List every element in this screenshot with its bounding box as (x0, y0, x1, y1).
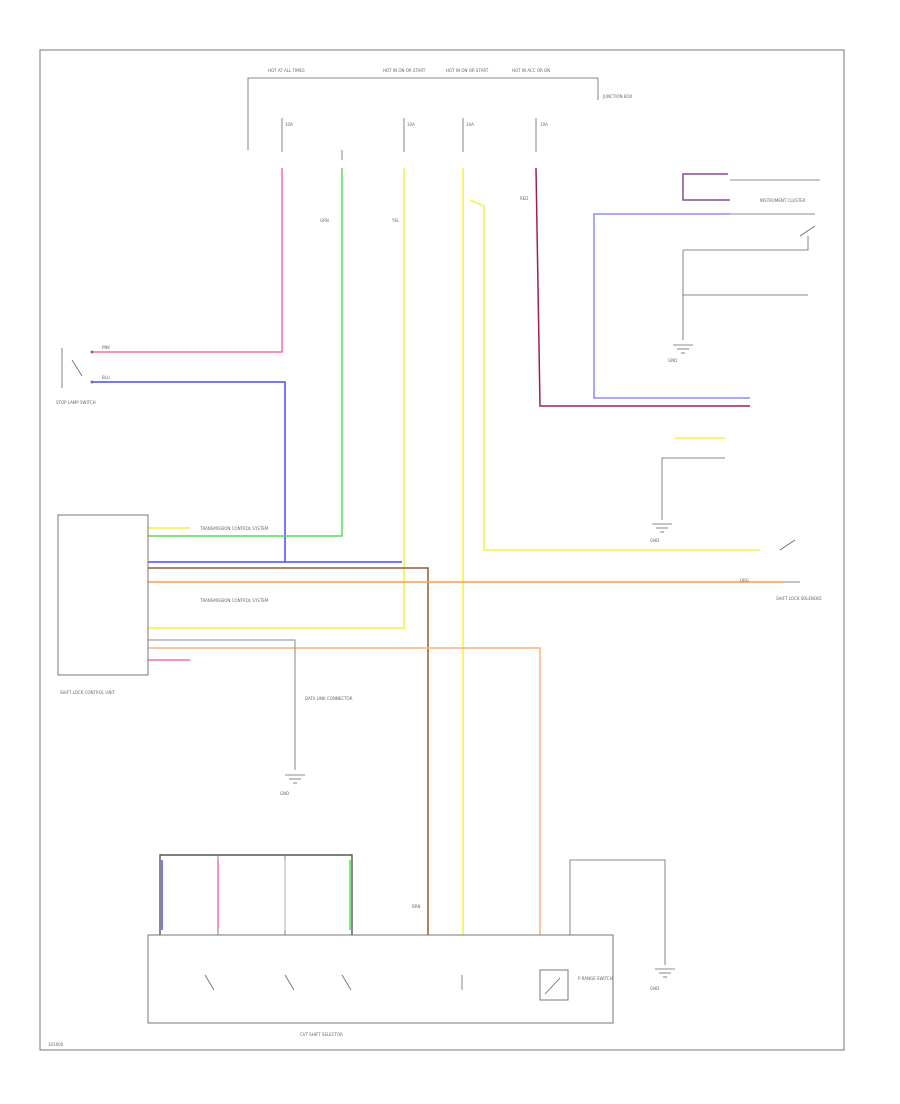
solenoid-label: SHIFT LOCK SOLENOID (776, 596, 821, 601)
control-unit-label: SHIFT LOCK CONTROL UNIT (60, 690, 115, 695)
footer-code: 101000 (48, 1042, 64, 1047)
instrument-cluster: INSTRUMENT CLUSTER (682, 179, 820, 296)
ground-symbol-2: GND (668, 295, 693, 363)
wire-brown (148, 567, 429, 935)
tcs-ref-1: TRANSMISSION CONTROL SYSTEM (199, 526, 269, 531)
fuse-label-2: HOT IN ON OR START (383, 68, 426, 73)
label-yel: YEL (391, 218, 400, 223)
park-switch-label: P RANGE SWITCH (578, 976, 613, 981)
label-org: ORG (740, 578, 749, 583)
fuse-group: 10A 10A 10A 10A (281, 118, 548, 160)
fuse-2: 10A (407, 122, 415, 127)
junction-note: JUNCTION BOX (602, 94, 632, 99)
selector-assembly: CVT SHIFT SELECTOR P RANGE SWITCH (147, 854, 614, 1037)
stop-lamp-switch: STOP LAMP SWITCH (56, 348, 96, 405)
page-frame (39, 49, 845, 1051)
label-red: RED (520, 196, 528, 201)
label-grn: GRN (320, 218, 329, 223)
fuse-4: 10A (540, 122, 548, 127)
wire-lightblue (593, 213, 750, 399)
ground-4-label: GND (650, 986, 659, 991)
label-pnk: PNK (102, 345, 110, 350)
wire-blue-stop (92, 381, 402, 563)
selector-label: CVT SHIFT SELECTOR (300, 1032, 343, 1037)
wire-violet (682, 173, 730, 201)
fuse-3: 10A (466, 122, 474, 127)
instrument-cluster-label: INSTRUMENT CLUSTER (760, 198, 806, 203)
tcs-ref-2: TRANSMISSION CONTROL SYSTEM (199, 598, 269, 603)
ground-3-label: GND (650, 538, 659, 543)
wire-yellow-3 (469, 199, 760, 551)
wire-maroon (535, 167, 750, 407)
fuse-label-1: HOT AT ALL TIMES (268, 68, 305, 73)
ground-symbol-1: GND DATA LINK CONNECTOR (280, 680, 353, 796)
fuse-label-3: HOT IN ON OR START (446, 68, 489, 73)
wire-gray (148, 639, 296, 680)
wire-green (148, 168, 343, 537)
wire-pink (92, 168, 283, 353)
ground-1-label: GND (280, 791, 289, 796)
power-bus (247, 77, 599, 150)
ground-symbol-3: GND (650, 457, 725, 543)
stop-lamp-switch-label: STOP LAMP SWITCH (56, 400, 96, 405)
wire-orange-2 (148, 647, 541, 935)
wire-yellow-1 (148, 168, 405, 629)
data-link-label: DATA LINK CONNECTOR (305, 696, 353, 701)
fuse-1: 10A (285, 122, 293, 127)
fuse-label-4: HOT IN ACC OR ON (512, 68, 550, 73)
label-brn: BRN (412, 904, 421, 909)
ground-symbol-4: GND (569, 859, 675, 991)
label-blu: BLU (102, 375, 110, 380)
shift-lock-control-unit: SHIFT LOCK CONTROL UNIT TRANSMISSION CON… (57, 514, 269, 695)
shift-lock-solenoid: SHIFT LOCK SOLENOID (776, 539, 821, 601)
ground-2-label: GND (668, 358, 677, 363)
